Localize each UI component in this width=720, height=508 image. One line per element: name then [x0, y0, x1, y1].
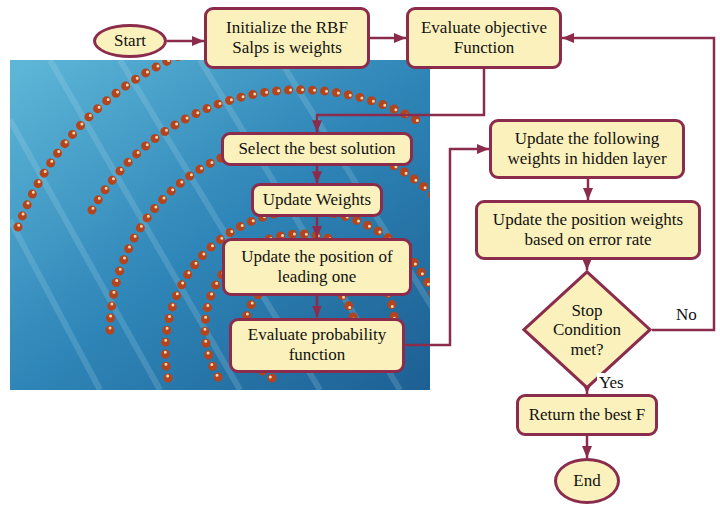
flow-arrow — [316, 217, 319, 238]
node-text: Evaluate objective Function — [416, 18, 552, 57]
node-text: Update the position weights based on err… — [485, 210, 691, 249]
node-text: Select the best solution — [238, 139, 395, 159]
flow-arrow — [316, 296, 319, 318]
process-box: Update the following weights in hidden l… — [489, 119, 685, 179]
flow-arrow — [167, 40, 204, 43]
process-box: Initialize the RBF Salps is weights — [204, 7, 370, 69]
diamond-shape — [524, 272, 650, 388]
node-text: Initialize the RBF Salps is weights — [214, 18, 360, 57]
node-text: End — [573, 471, 600, 491]
decision-diamond: Stop Condition met? — [522, 270, 652, 389]
end-terminal: End — [554, 458, 620, 504]
node-text: Return the best F — [529, 405, 646, 425]
node-text: Stop Condition met? — [545, 301, 629, 360]
flow-arrow — [587, 179, 590, 200]
process-box: Evaluate objective Function — [406, 7, 562, 69]
node-text: Update Weights — [263, 190, 371, 210]
flow-arrow — [370, 37, 406, 40]
flow-arrow — [586, 436, 589, 458]
process-box: Return the best F — [516, 394, 658, 436]
node-text: Evaluate probability function — [239, 325, 395, 364]
flow-arrow — [586, 260, 589, 270]
process-box: Evaluate probability function — [229, 318, 405, 373]
process-box: Update the position weights based on err… — [475, 200, 701, 260]
process-box: Update Weights — [251, 183, 383, 217]
process-box: Update the position of leading one — [222, 238, 412, 296]
process-box: Select the best solution — [221, 132, 413, 166]
edge-label: Yes — [597, 373, 626, 393]
salp-chains — [10, 60, 430, 390]
node-text: Start — [114, 31, 146, 51]
node-text: Update the position of leading one — [232, 247, 402, 286]
start-terminal: Start — [93, 24, 167, 58]
flow-arrow — [317, 69, 484, 132]
flow-arrow — [316, 166, 319, 183]
edge-label: No — [674, 305, 699, 325]
node-text: Update the following weights in hidden l… — [499, 129, 675, 168]
